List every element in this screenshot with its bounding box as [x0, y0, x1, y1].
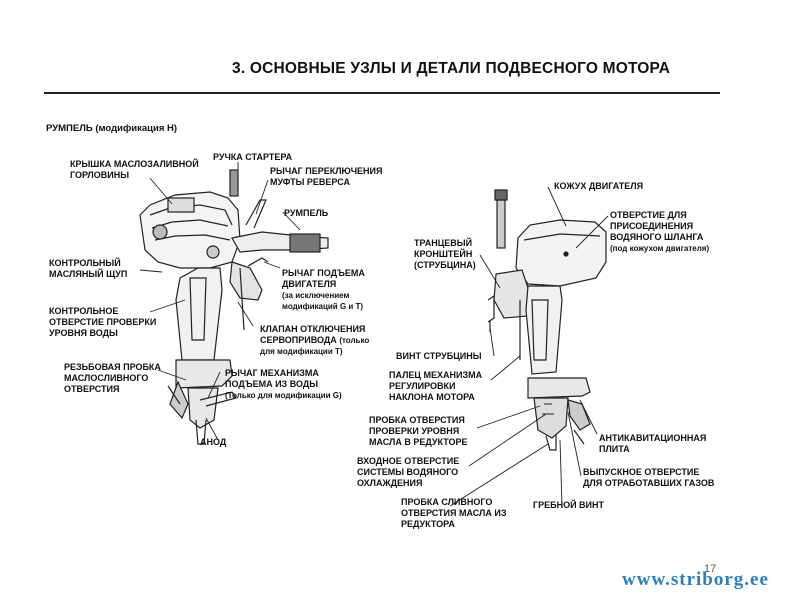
- page-title: 3. ОСНОВНЫЕ УЗЛЫ И ДЕТАЛИ ПОДВЕСНОГО МОТ…: [232, 60, 671, 77]
- label-starter-handle: РУЧКА СТАРТЕРА: [213, 152, 293, 162]
- label-engine-cowl: КОЖУХ ДВИГАТЕЛЯ: [554, 181, 644, 191]
- label-tiller: РУМПЕЛЬ: [284, 208, 329, 218]
- tiller-model-heading: РУМПЕЛЬ (модификация Н): [46, 123, 178, 134]
- leader-lines: [139, 162, 609, 507]
- label-clamp-screw: ВИНТ СТРУБЦИНЫ: [396, 351, 482, 361]
- label-anode: АНОД: [200, 437, 227, 447]
- page-number: 17: [704, 563, 717, 575]
- title-underline: [44, 92, 720, 94]
- label-servo-valve: КЛАПАН ОТКЛЮЧЕНИЯ СЕРВОПРИВОДА (только д…: [260, 324, 370, 356]
- right-motor-drawing: [487, 189, 607, 451]
- left-motor-drawing: [139, 169, 329, 445]
- watermark[interactable]: www.striborg.ee: [622, 569, 769, 590]
- label-propeller: ГРЕБНОЙ ВИНТ: [533, 500, 605, 510]
